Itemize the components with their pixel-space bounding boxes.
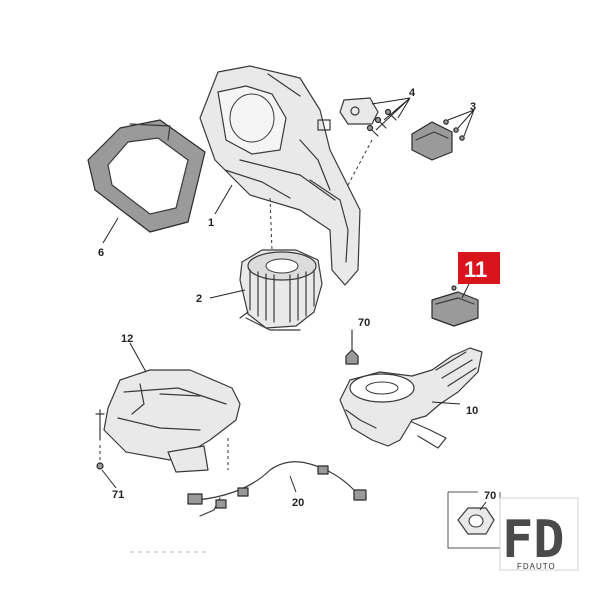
actuator-part: [339, 97, 397, 137]
callout-1: 1: [208, 217, 214, 229]
blower-assembly-part: [339, 347, 483, 449]
filter-frame-part: [87, 119, 206, 233]
leader-6: [102, 217, 119, 244]
leader-10: [431, 401, 461, 405]
leader-1: [214, 184, 233, 215]
screw-70-part: [345, 329, 359, 365]
leader-2: [209, 289, 246, 299]
callout-2: 2: [196, 293, 202, 305]
fd-logo-letters: FD: [502, 510, 565, 570]
leader-71: [101, 469, 117, 489]
screw-71-part: [96, 462, 104, 470]
fd-logo-sub: FDAUTO: [517, 562, 556, 571]
filter-cover-part: [95, 369, 241, 473]
leader-3: [447, 109, 475, 137]
blower-housing-part: [199, 65, 361, 286]
callout-12: 12: [121, 333, 133, 345]
fd-logo: FD FDAUTO: [499, 497, 579, 571]
inset-frame: 70: [447, 490, 501, 549]
callout-20: 20: [292, 497, 304, 509]
control-module-part: [431, 285, 479, 327]
callout-4: 4: [409, 87, 416, 99]
leader-11: [461, 281, 471, 299]
leader-4: [371, 97, 411, 131]
callout-6: 6: [98, 247, 104, 259]
callout-11: 11: [464, 257, 487, 282]
callout-3: 3: [470, 101, 476, 113]
leader-12: [129, 342, 147, 373]
callout-10: 10: [466, 405, 478, 417]
resistor-module-part: [411, 119, 465, 161]
callout-70: 70: [358, 317, 370, 329]
blower-motor-part: [239, 249, 323, 331]
inset-callout-70: 70: [484, 490, 496, 502]
nut-70-part: [457, 507, 495, 535]
screw-icon: [443, 119, 465, 141]
callout-11-highlight: [458, 252, 500, 284]
wiring-harness-part: [187, 461, 367, 517]
leader-20: [289, 475, 297, 493]
screw-icon: [366, 108, 397, 137]
callout-71: 71: [112, 489, 124, 501]
